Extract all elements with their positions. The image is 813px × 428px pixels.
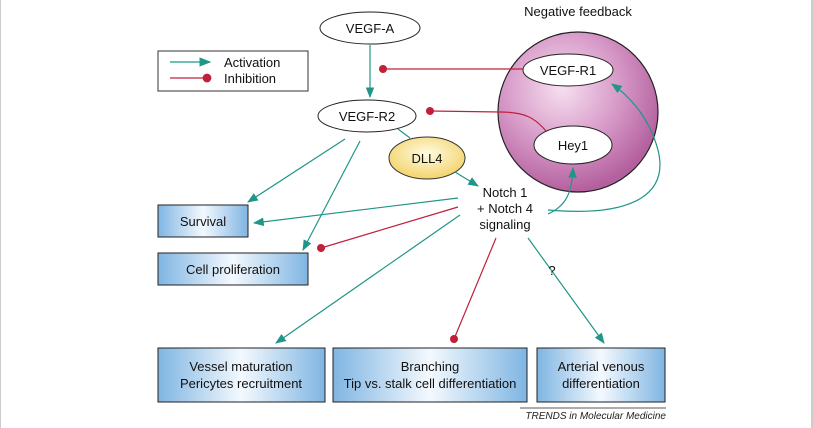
node-notch-signaling: Notch 1 + Notch 4 signaling [477, 185, 533, 232]
inhibition-edges [316, 64, 547, 344]
arterial-line2: differentiation [562, 376, 640, 391]
outcome-cell-proliferation: Cell proliferation [157, 252, 309, 286]
edge-vegfr2-to-dll4 [397, 128, 411, 139]
edge-notch-inhibits-proliferation [316, 206, 459, 253]
vessel-maturation-line1: Vessel maturation [189, 359, 292, 374]
feedback-title: Negative feedback [524, 4, 632, 19]
notch-label-line2: + Notch 4 [477, 201, 533, 216]
legend: Activation Inhibition [157, 50, 309, 92]
branching-line2: Tip vs. stalk cell differentiation [344, 376, 517, 391]
legend-inhibition-label: Inhibition [224, 71, 276, 86]
edge-notch-to-hey1 [547, 166, 577, 215]
edge-vegfr2-to-survival [247, 138, 346, 203]
branching-line1: Branching [401, 359, 460, 374]
vegf-r2-label: VEGF-R2 [339, 109, 395, 124]
edge-notch-inhibits-branching [449, 237, 497, 344]
survival-label: Survival [180, 214, 226, 229]
journal-credit: TRENDS in Molecular Medicine [525, 411, 666, 422]
node-vegf-a: VEGF-A [319, 11, 421, 45]
edge-notch-to-vegfr1 [547, 83, 661, 212]
notch-label-line3: signaling [479, 217, 530, 232]
node-dll4: DLL4 [388, 136, 466, 180]
dll4-label: DLL4 [411, 151, 442, 166]
node-vegf-r2: VEGF-R2 [317, 99, 417, 133]
vessel-maturation-line2: Pericytes recruitment [180, 376, 302, 391]
vegf-r1-label: VEGF-R1 [540, 63, 596, 78]
arterial-line1: Arterial venous [558, 359, 645, 374]
edge-notch-to-arterial [527, 237, 605, 344]
outcome-vessel-maturation: Vessel maturation Pericytes recruitment [157, 347, 326, 403]
legend-activation-label: Activation [224, 55, 280, 70]
edge-notch-to-vessel-maturation [275, 214, 461, 344]
question-mark: ? [548, 263, 555, 278]
edge-hey1-inhibits-vegfr2 [425, 106, 547, 132]
node-vegf-r1: VEGF-R1 [522, 53, 614, 87]
edge-dll4-to-notch [454, 171, 479, 187]
vegf-a-label: VEGF-A [346, 21, 395, 36]
activation-edges [247, 45, 661, 344]
outcome-survival: Survival [157, 204, 249, 238]
outcome-branching: Branching Tip vs. stalk cell differentia… [332, 347, 528, 403]
cell-proliferation-label: Cell proliferation [186, 262, 280, 277]
outcome-arterial-venous: Arterial venous differentiation [536, 347, 666, 403]
node-hey1: Hey1 [533, 125, 613, 165]
notch-label-line1: Notch 1 [483, 185, 528, 200]
hey1-label: Hey1 [558, 138, 588, 153]
edge-vegfr2-to-proliferation [302, 140, 361, 251]
edge-notch-to-survival [252, 197, 459, 227]
